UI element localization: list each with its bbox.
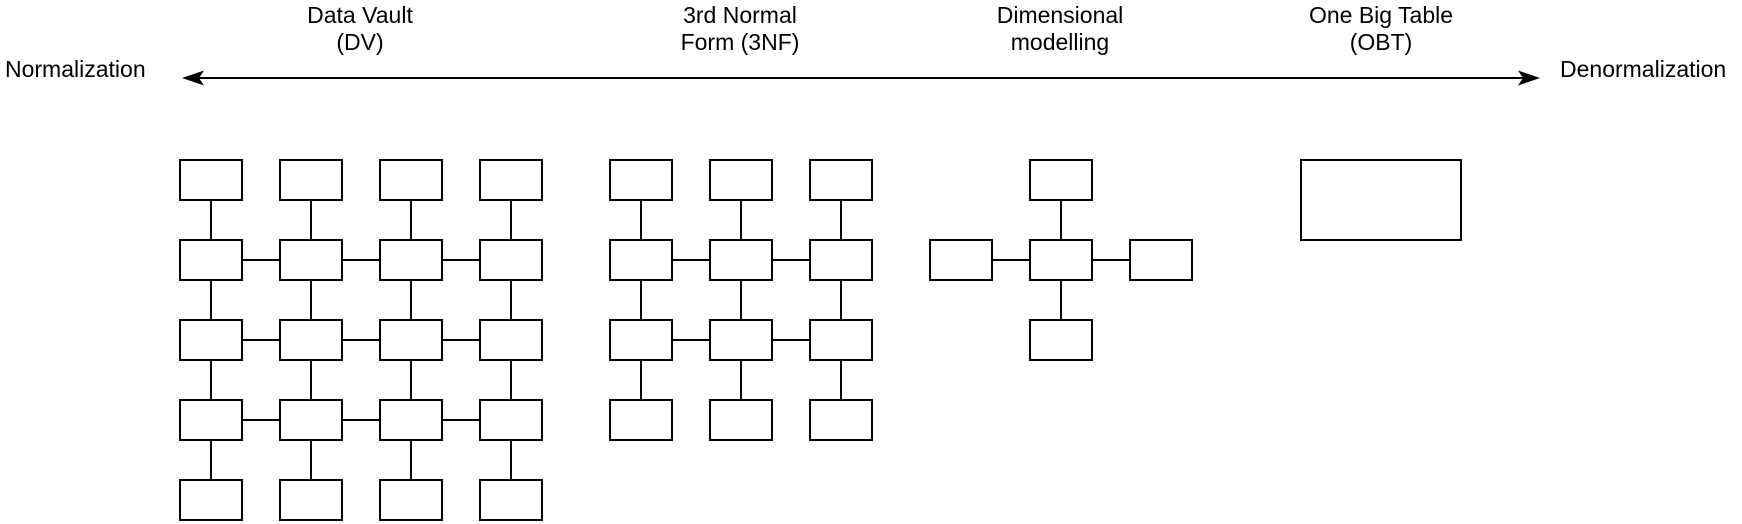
data-vault-schema-entity-box: [279, 399, 343, 441]
dimensional-star-schema-dimension-box: [929, 239, 993, 281]
category-label-data-vault: Data Vault (DV): [200, 2, 520, 56]
category-label-line2: Form (3NF): [680, 29, 800, 55]
third-normal-form-schema-entity-box: [609, 159, 673, 201]
third-normal-form-schema-entity-box: [609, 319, 673, 361]
category-label-one-big-table: One Big Table (OBT): [1221, 2, 1541, 56]
category-label-line1: 3rd Normal: [683, 2, 797, 28]
third-normal-form-schema-entity-box: [709, 159, 773, 201]
data-vault-schema-entity-box: [179, 399, 243, 441]
data-vault-schema-entity-box: [279, 239, 343, 281]
category-label-line1: Data Vault: [307, 2, 413, 28]
data-vault-schema-entity-box: [179, 479, 243, 521]
one-big-table-box: [1300, 159, 1462, 241]
dimensional-star-schema-dimension-box: [1029, 159, 1093, 201]
data-vault-schema-entity-box: [379, 479, 443, 521]
data-vault-schema-entity-box: [279, 319, 343, 361]
third-normal-form-schema-entity-box: [709, 319, 773, 361]
data-vault-schema-entity-box: [179, 239, 243, 281]
category-label-line2: (OBT): [1349, 29, 1413, 55]
third-normal-form-schema-entity-box: [809, 159, 873, 201]
third-normal-form-schema-entity-box: [609, 239, 673, 281]
dimensional-star-schema-dimension-box: [1129, 239, 1193, 281]
data-vault-schema-entity-box: [279, 479, 343, 521]
data-vault-schema-entity-box: [379, 399, 443, 441]
dimensional-star-schema-fact-box: [1029, 239, 1093, 281]
third-normal-form-schema-entity-box: [809, 399, 873, 441]
data-vault-schema-entity-box: [479, 319, 543, 361]
category-label-line1: Dimensional: [996, 2, 1124, 28]
data-vault-schema-entity-box: [379, 319, 443, 361]
third-normal-form-schema-entity-box: [809, 319, 873, 361]
arrowhead-right-icon: [1518, 70, 1540, 86]
arrowhead-left-icon: [182, 70, 204, 86]
dimensional-star-schema-dimension-box: [1029, 319, 1093, 361]
data-vault-schema-entity-box: [479, 399, 543, 441]
third-normal-form-schema-entity-box: [609, 399, 673, 441]
data-vault-schema-entity-box: [379, 239, 443, 281]
data-vault-schema-entity-box: [479, 239, 543, 281]
data-vault-schema-entity-box: [379, 159, 443, 201]
category-label-line2: (DV): [336, 29, 384, 55]
third-normal-form-schema-entity-box: [809, 239, 873, 281]
data-vault-schema-entity-box: [179, 319, 243, 361]
data-vault-schema-entity-box: [179, 159, 243, 201]
normalization-label: Normalization: [5, 56, 146, 82]
third-normal-form-schema-entity-box: [709, 239, 773, 281]
data-vault-schema-entity-box: [479, 479, 543, 521]
data-vault-schema-entity-box: [279, 159, 343, 201]
category-label-line1: One Big Table: [1308, 2, 1454, 28]
data-vault-schema-entity-box: [479, 159, 543, 201]
category-label-dimensional-modelling: Dimensional modelling: [900, 2, 1220, 56]
third-normal-form-schema-entity-box: [709, 399, 773, 441]
category-label-third-normal-form: 3rd Normal Form (3NF): [580, 2, 900, 56]
category-label-line2: modelling: [1010, 29, 1110, 55]
denormalization-label: Denormalization: [1560, 56, 1727, 82]
